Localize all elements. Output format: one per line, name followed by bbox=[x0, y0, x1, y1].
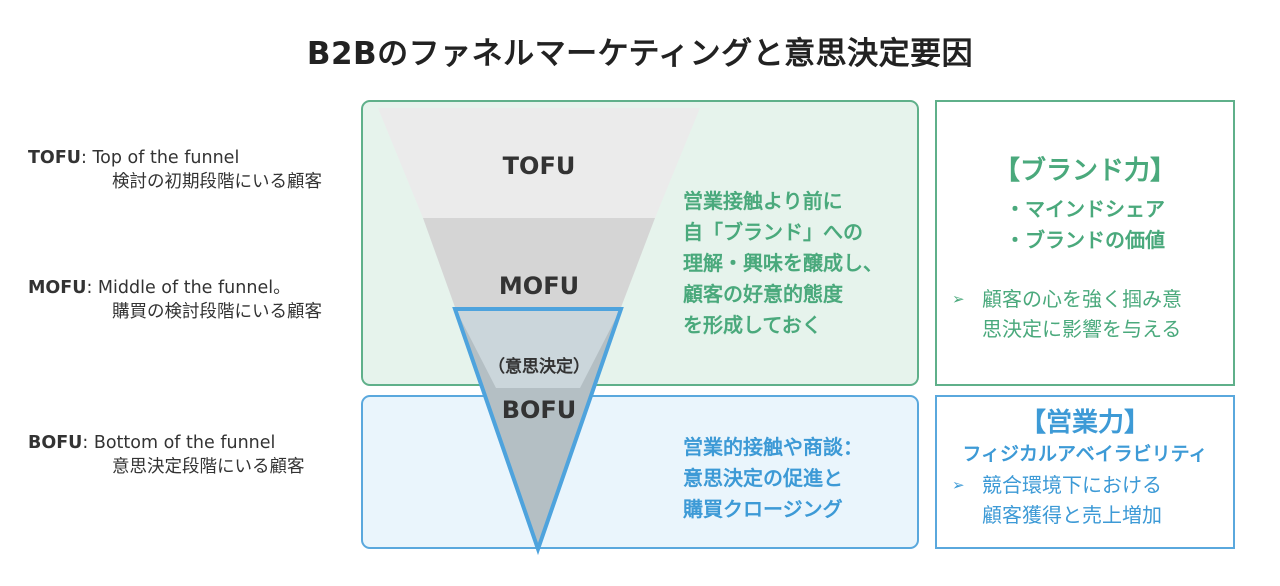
brand-item: ・マインドシェア bbox=[1005, 197, 1165, 221]
stage-label-tofu: TOFU: Top of the funnel 検討の初期段階にいる顧客 bbox=[28, 146, 322, 194]
stage-japanese: 意思決定段階にいる顧客 bbox=[112, 457, 305, 477]
description-line: 自「ブランド」への bbox=[683, 220, 863, 244]
stage-label-mofu: MOFU: Middle of the funnel。 購買の検討段階にいる顧客 bbox=[28, 276, 322, 324]
funnel-decision-highlight bbox=[456, 310, 620, 388]
stage-english: : Middle of the funnel。 bbox=[86, 278, 291, 298]
bullet-line: 顧客獲得と売上増加 bbox=[982, 503, 1162, 527]
funnel-label-mofu: MOFU bbox=[498, 272, 580, 300]
description-line: 購買クロージング bbox=[683, 497, 843, 521]
funnel-label-bofu: BOFU bbox=[501, 396, 577, 424]
description-line: 顧客の好意的態度 bbox=[683, 282, 843, 306]
funnel-label-decision: （意思決定） bbox=[488, 357, 590, 377]
brand-item: ・ブランドの価値 bbox=[1005, 228, 1165, 252]
funnel-bofu-outline bbox=[452, 307, 624, 556]
funnel-tofu-segment bbox=[378, 108, 700, 218]
stage-abbr: TOFU bbox=[28, 148, 81, 168]
brand-bullet: ➢ 顧客の心を強く掴み意思決定に影響を与える bbox=[952, 284, 1182, 344]
sales-bullet: ➢ 競合環境下における顧客獲得と売上増加 bbox=[952, 470, 1162, 530]
bullet-line: 競合環境下における bbox=[982, 473, 1162, 497]
stage-abbr: BOFU bbox=[28, 433, 83, 453]
description-line: 意思決定の促進と bbox=[683, 466, 843, 490]
bullet-arrow-icon: ➢ bbox=[952, 290, 965, 308]
brand-power-title: 【ブランド力】 bbox=[993, 156, 1176, 186]
sales-power-box bbox=[935, 395, 1235, 549]
stage-abbr: MOFU bbox=[28, 278, 87, 298]
description-line: 営業的接触や商談： bbox=[683, 435, 863, 459]
description-line: 理解・興味を醸成し、 bbox=[683, 251, 883, 275]
page-title: B2Bのファネルマーケティングと意思決定要因 bbox=[306, 36, 974, 72]
description-line: を形成しておく bbox=[683, 313, 822, 337]
funnel-label-tofu: TOFU bbox=[502, 152, 576, 180]
stage-japanese: 購買の検討段階にいる顧客 bbox=[112, 302, 322, 322]
stage-english: : Bottom of the funnel bbox=[82, 433, 276, 453]
bullet-line: 顧客の心を強く掴み意 bbox=[982, 287, 1182, 311]
bullet-line: 思決定に影響を与える bbox=[982, 317, 1182, 341]
sales-phase-box bbox=[361, 395, 919, 549]
funnel-mofu-segment bbox=[423, 218, 655, 310]
sales-power-title: 【営業力】 bbox=[1019, 408, 1150, 438]
sales-power-subtitle: フィジカルアベイラビリティ bbox=[962, 443, 1208, 465]
stage-japanese: 検討の初期段階にいる顧客 bbox=[112, 172, 322, 192]
description-line: 営業接触より前に bbox=[683, 189, 843, 213]
brand-phase-description: 営業接触より前に 自「ブランド」への 理解・興味を醸成し、 顧客の好意的態度 を… bbox=[683, 186, 883, 341]
stage-label-bofu: BOFU: Bottom of the funnel 意思決定段階にいる顧客 bbox=[28, 431, 305, 479]
sales-phase-description: 営業的接触や商談： 意思決定の促進と 購買クロージング bbox=[683, 432, 863, 525]
stage-english: : Top of the funnel bbox=[80, 148, 240, 168]
bullet-arrow-icon: ➢ bbox=[952, 476, 965, 494]
brand-power-box bbox=[935, 100, 1235, 386]
